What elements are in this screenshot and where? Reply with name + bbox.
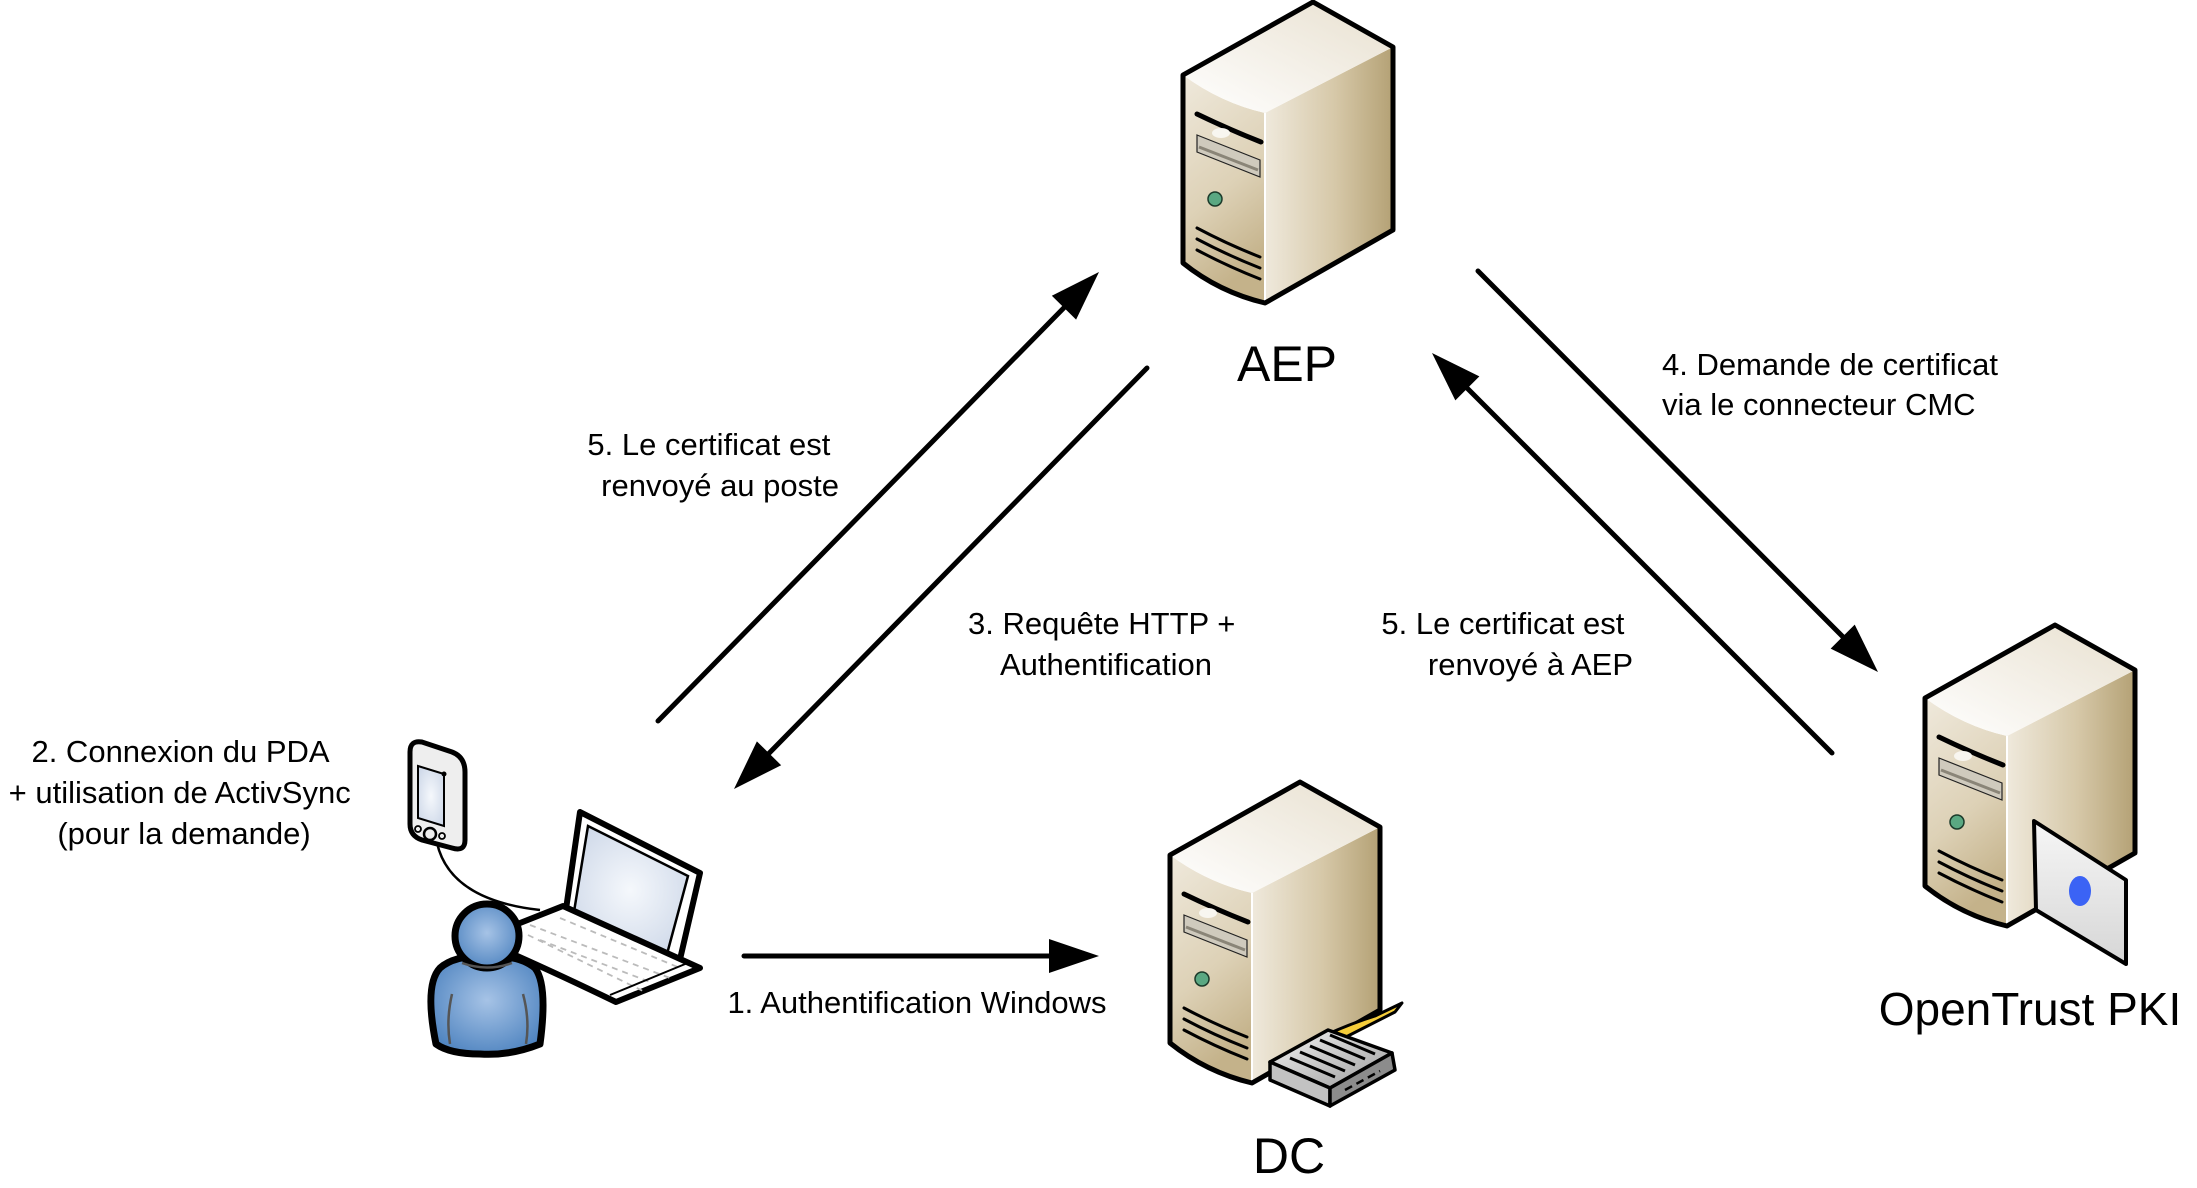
step5b-label: 5. Le certificat est renvoyé au poste (587, 427, 839, 503)
step5a-line: renvoyé à AEP (1428, 647, 1633, 682)
step5a-line: 5. Le certificat est (1381, 606, 1624, 641)
pki-label: OpenTrust PKI (1879, 983, 2182, 1035)
step2-label: 2. Connexion du PDA + utilisation de Act… (9, 734, 360, 851)
arrowhead-icon (734, 741, 782, 789)
step5a-label: 5. Le certificat est renvoyé à AEP (1381, 606, 1633, 682)
arrowhead-icon (1432, 353, 1480, 401)
dc-node: DC (1170, 782, 1404, 1184)
arrowhead-icon (1830, 624, 1878, 672)
arrow-step5a (1432, 353, 1835, 756)
dc-label: DC (1253, 1128, 1325, 1184)
step2-line: 2. Connexion du PDA (31, 734, 329, 769)
step3-line: 3. Requête HTTP + (968, 606, 1235, 641)
step4-line: via le connecteur CMC (1662, 387, 1976, 422)
step4-label: 4. Demande de certificat via le connecte… (1662, 347, 2007, 422)
step5b-line: renvoyé au poste (601, 468, 839, 503)
user-node (407, 739, 703, 1058)
arrow-line (1475, 268, 1849, 642)
arrowhead-icon (1051, 272, 1099, 320)
arrows (655, 268, 1878, 973)
step1-label: 1. Authentification Windows (727, 985, 1106, 1020)
cable (435, 842, 541, 912)
step3-label: 3. Requête HTTP + Authentification (968, 606, 1244, 682)
arrow-step3 (734, 365, 1150, 789)
aep-node: AEP (1183, 2, 1393, 392)
aep-label: AEP (1237, 336, 1337, 392)
arrow-step5b (655, 272, 1099, 724)
step5b-line: 5. Le certificat est (587, 427, 830, 462)
arrow-line (1462, 383, 1835, 756)
step1-line: 1. Authentification Windows (727, 985, 1106, 1020)
step4-line: 4. Demande de certificat (1662, 347, 1998, 382)
user-icon (427, 900, 547, 1058)
arrow-line (763, 365, 1150, 759)
step2-line: (pour la demande) (57, 816, 310, 851)
pki-node: OpenTrust PKI (1879, 625, 2182, 1035)
pda-icon (407, 739, 468, 852)
step3-line: Authentification (1000, 647, 1212, 682)
arrow-step1 (741, 939, 1099, 973)
arrow-step4 (1475, 268, 1878, 672)
laptop-icon (512, 809, 703, 1005)
server-icon (1183, 2, 1393, 303)
tray-icon (1268, 1001, 1404, 1108)
certificate-icon (2032, 819, 2128, 966)
step2-line: + utilisation de ActivSync (9, 775, 351, 810)
arrow-line (655, 302, 1070, 724)
arrowhead-icon (1049, 939, 1099, 973)
